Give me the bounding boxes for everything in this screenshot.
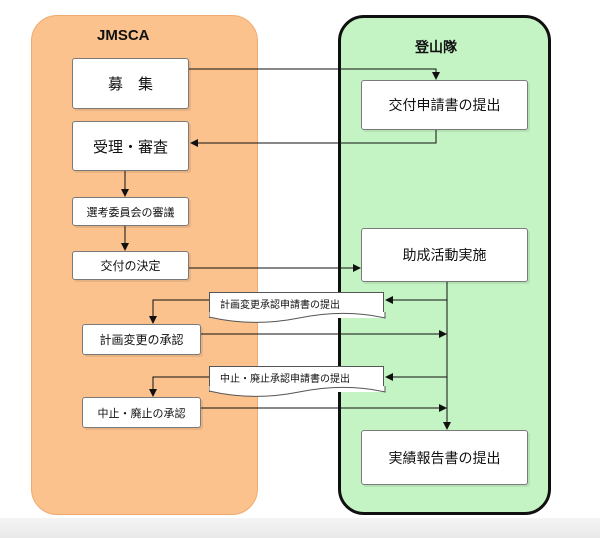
grant-decision-box: 交付の決定 [72,251,189,280]
recruit-box: 募 集 [72,58,189,109]
document-wave-edge [209,386,386,397]
arrow-application-to-receipt [190,130,437,147]
plan-change-approval-box: 計画変更の承認 [82,324,201,355]
arrow-cancel-request-to-approval [149,376,209,397]
application-submit-box: 交付申請書の提出 [361,80,528,130]
committee-review-box: 選考委員会の審議 [72,197,189,226]
cancel-approval-box: 中止・廃止の承認 [82,397,201,428]
plan-change-request-label: 計画変更承認申請書の提出 [220,300,340,311]
report-submit-box: 実績報告書の提出 [361,430,528,485]
bottom-band [0,518,600,538]
jmsca-lane-title: JMSCA [97,27,150,44]
receipt-review-box: 受理・審査 [72,121,189,171]
funded-activity-box: 助成活動実施 [361,228,528,282]
climbing-team-lane-title: 登山隊 [415,40,457,56]
arrow-plan-change-request-to-approval [149,299,209,324]
plan-change-request-document: 計画変更承認申請書の提出 [209,292,386,323]
cancel-request-document: 中止・廃止承認申請書の提出 [209,366,386,397]
arrow-recruit-to-application [189,68,440,80]
cancel-request-label: 中止・廃止承認申請書の提出 [220,374,350,385]
document-wave-edge [209,312,386,323]
